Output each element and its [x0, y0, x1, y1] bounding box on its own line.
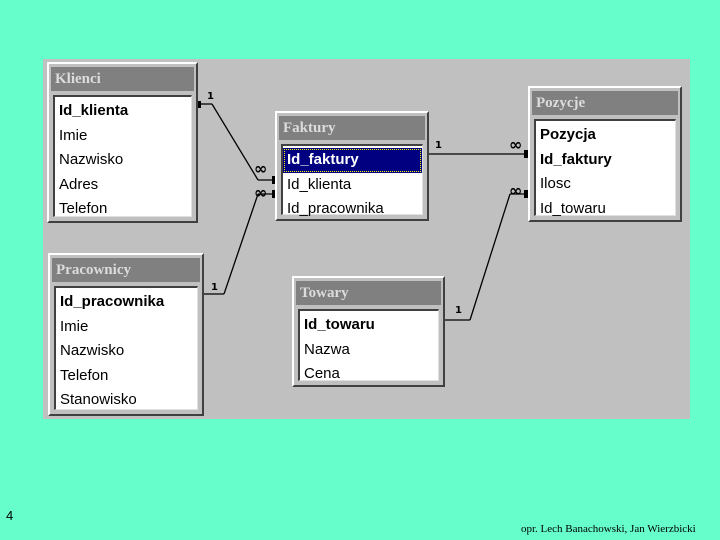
- rel-label-many-faktury-klient: ∞: [254, 159, 267, 178]
- field-id-klienta[interactable]: Id_klienta: [59, 102, 129, 119]
- field-id-faktury[interactable]: Id_faktury: [540, 150, 612, 168]
- table-title-pracownicy[interactable]: Pracownicy: [52, 258, 200, 282]
- rel-label-one-towary: 1: [455, 305, 462, 316]
- field-adres[interactable]: Adres: [59, 175, 99, 193]
- rel-label-many-pozycje-faktura: ∞: [509, 135, 522, 154]
- rel-label-one-faktury: 1: [435, 140, 442, 151]
- rel-label-one-klienci: 1: [207, 91, 214, 102]
- field-telefon[interactable]: Telefon: [60, 366, 109, 384]
- field-id-faktury-selected[interactable]: Id_faktury: [283, 148, 422, 173]
- field-ilosc[interactable]: Ilosc: [540, 175, 571, 192]
- field-list-klienci[interactable]: Id_klienta Imie Nazwisko Adres Telefon: [53, 95, 192, 217]
- field-stanowisko[interactable]: Stanowisko: [60, 391, 137, 408]
- table-title-klienci[interactable]: Klienci: [51, 67, 194, 91]
- field-cena[interactable]: Cena: [304, 365, 340, 382]
- field-nazwisko[interactable]: Nazwisko: [59, 151, 124, 168]
- table-faktury[interactable]: Faktury Id_faktury Id_klienta Id_pracown…: [275, 111, 429, 221]
- field-id-towaru[interactable]: Id_towaru: [304, 316, 375, 333]
- table-title-faktury[interactable]: Faktury: [279, 116, 425, 140]
- field-id-pracownika[interactable]: Id_pracownika: [60, 293, 165, 310]
- field-list-pracownicy[interactable]: Id_pracownika Imie Nazwisko Telefon Stan…: [54, 286, 198, 410]
- field-list-towary[interactable]: Id_towaru Nazwa Cena: [298, 309, 439, 382]
- field-imie[interactable]: Imie: [60, 317, 89, 335]
- field-nazwisko[interactable]: Nazwisko: [60, 342, 125, 359]
- field-id-towaru[interactable]: Id_towaru: [540, 199, 606, 217]
- table-title-towary[interactable]: Towary: [296, 281, 441, 305]
- field-id-pracownika[interactable]: Id_pracownika: [287, 200, 384, 217]
- table-klienci[interactable]: Klienci Id_klienta Imie Nazwisko Adres T…: [47, 62, 198, 223]
- footer-credit: opr. Lech Banachowski, Jan Wierzbicki: [521, 523, 696, 535]
- field-list-faktury[interactable]: Id_faktury Id_klienta Id_pracownika: [281, 144, 423, 217]
- field-nazwa[interactable]: Nazwa: [304, 340, 350, 358]
- rel-label-many-faktury-pracownik: ∞: [254, 183, 267, 202]
- field-id-klienta[interactable]: Id_klienta: [287, 175, 352, 193]
- field-imie[interactable]: Imie: [59, 126, 88, 144]
- table-towary[interactable]: Towary Id_towaru Nazwa Cena: [292, 276, 445, 387]
- table-pracownicy[interactable]: Pracownicy Id_pracownika Imie Nazwisko T…: [48, 253, 204, 416]
- field-pozycja[interactable]: Pozycja: [540, 126, 596, 143]
- rel-label-many-pozycje-towar: ∞: [509, 181, 522, 200]
- table-title-pozycje[interactable]: Pozycje: [532, 91, 678, 115]
- rel-label-one-pracownicy: 1: [211, 282, 218, 293]
- field-telefon[interactable]: Telefon: [59, 200, 108, 217]
- field-list-pozycje[interactable]: Pozycja Id_faktury Ilosc Id_towaru: [534, 119, 676, 217]
- page-number: 4: [6, 508, 14, 523]
- table-pozycje[interactable]: Pozycje Pozycja Id_faktury Ilosc Id_towa…: [528, 86, 682, 222]
